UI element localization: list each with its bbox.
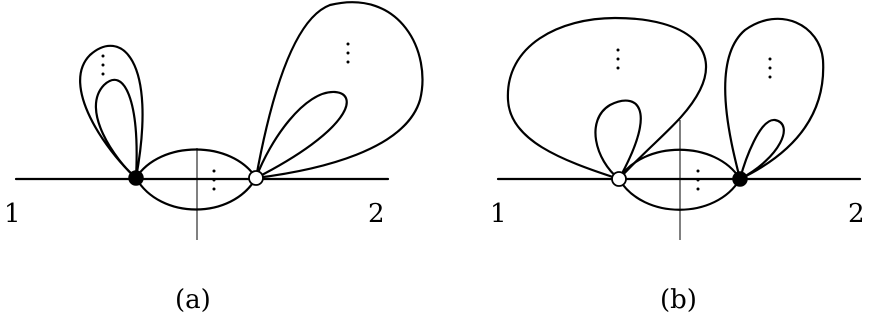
right-outer-loop bbox=[724, 17, 825, 181]
endpoint-label-left: 1 bbox=[490, 199, 507, 229]
left-inner-loop bbox=[594, 99, 642, 181]
lens-upper-edge bbox=[134, 148, 258, 180]
filled-vertex bbox=[128, 170, 144, 186]
filled-vertex bbox=[732, 171, 748, 187]
right-inner-loop bbox=[254, 90, 348, 180]
panel-caption: (a) bbox=[175, 285, 211, 315]
left-outer-loop bbox=[79, 44, 144, 180]
ellipsis-dots-lens bbox=[696, 169, 700, 191]
ellipsis-dots-lens bbox=[212, 169, 216, 191]
ellipsis-dots-right-loops bbox=[768, 57, 772, 79]
ellipsis-dots-left-loops bbox=[616, 48, 620, 70]
right-inner-loop bbox=[738, 118, 785, 181]
panel-caption: (b) bbox=[660, 285, 697, 315]
lens-lower-edge bbox=[617, 177, 742, 211]
open-vertex bbox=[611, 171, 627, 187]
endpoint-label-right: 2 bbox=[848, 199, 865, 229]
left-outer-loop bbox=[506, 16, 708, 181]
endpoint-label-left: 1 bbox=[4, 199, 21, 229]
panel-b: 1 2 (b) bbox=[490, 16, 865, 315]
right-outer-loop bbox=[254, 1, 424, 180]
endpoint-label-right: 2 bbox=[368, 199, 385, 229]
left-inner-loop bbox=[94, 78, 138, 180]
ellipsis-dots-left-loops bbox=[101, 54, 105, 76]
ellipsis-dots-right-loops bbox=[346, 42, 350, 64]
open-vertex bbox=[248, 170, 264, 186]
panel-a: 1 2 (a) bbox=[4, 1, 424, 315]
lens-lower-edge bbox=[134, 176, 258, 211]
